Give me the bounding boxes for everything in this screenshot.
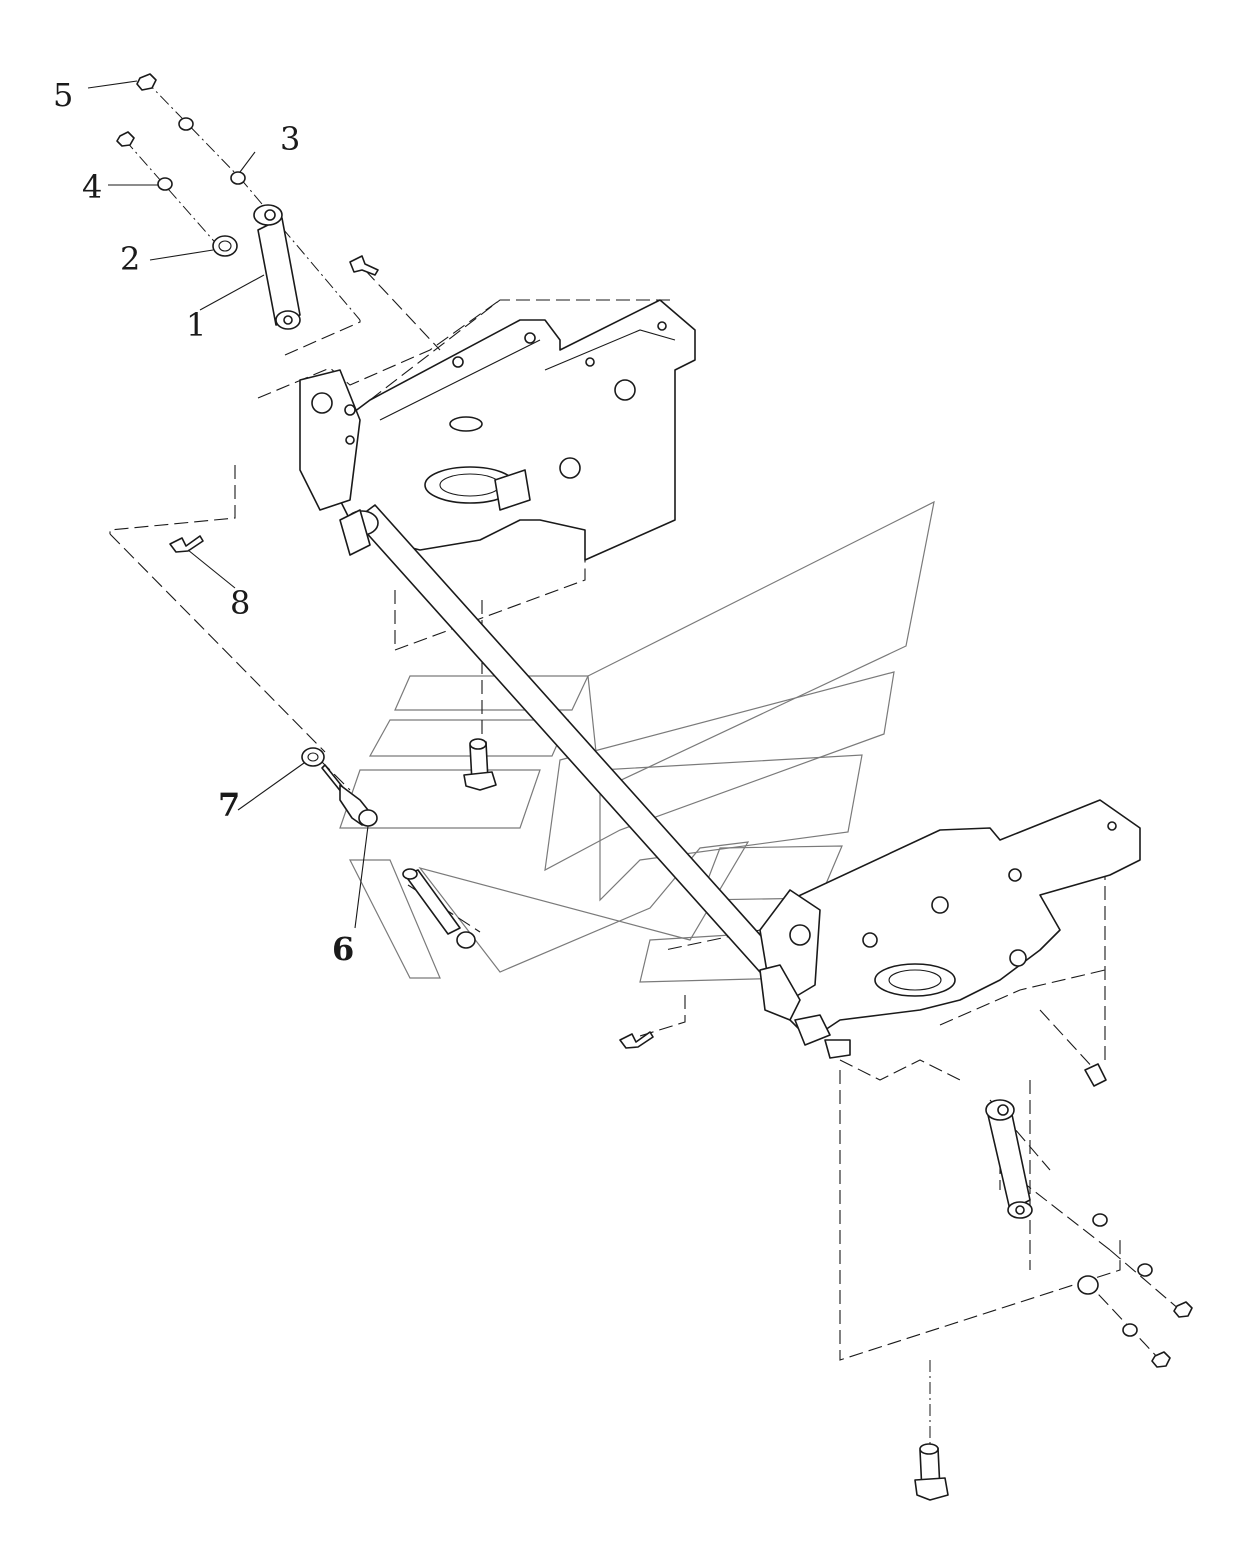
- axle-tube: [339, 504, 806, 1001]
- callout-1: 1: [186, 306, 206, 344]
- shock-absorber-lower: [985, 1099, 1033, 1219]
- callout-3: 3: [280, 120, 300, 158]
- callout-4: 4: [82, 168, 102, 206]
- upper-frame-bracket: [299, 299, 696, 561]
- callout-2: 2: [120, 240, 140, 278]
- callout-6: 6: [332, 930, 354, 968]
- callout-8: 8: [230, 584, 250, 622]
- leader-lines: [87, 80, 369, 929]
- callout-5: 5: [53, 76, 73, 114]
- callout-7: 7: [218, 786, 240, 824]
- shock-absorber-upper: [253, 204, 301, 330]
- lower-frame-bracket: [759, 799, 1141, 1059]
- hardware-parts: [116, 73, 1193, 1501]
